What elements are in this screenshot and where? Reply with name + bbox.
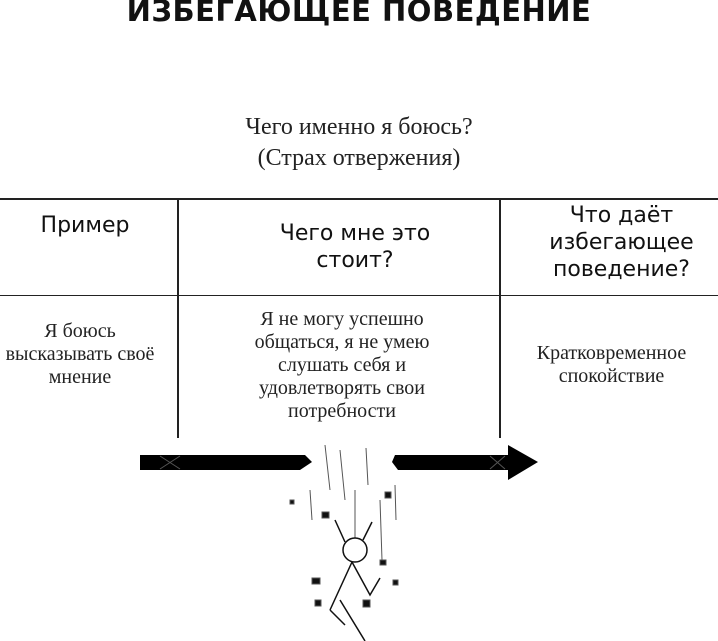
- fear-question-line2: (Страх отвержения): [257, 145, 461, 171]
- header-cost: Чего мне это стоит?: [279, 221, 431, 273]
- table-top-border: [0, 198, 718, 200]
- falling-person-icon: [329, 519, 381, 641]
- fear-question-line1: Чего именно я боюсь?: [245, 114, 473, 140]
- header-benefit: Что даёт избегающее поведение?: [549, 203, 694, 282]
- cell-benefit: Кратковременное спокойствие: [536, 342, 687, 387]
- falling-debris: [289, 444, 399, 608]
- broken-arrow-illustration: [140, 444, 538, 641]
- header-example: Пример: [40, 213, 130, 238]
- fear-question: Чего именно я боюсь? (Страх отвержения): [0, 112, 718, 174]
- table-column-divider-2: [499, 198, 501, 438]
- arrow-right-part: [392, 445, 538, 480]
- cell-cost: Я не могу успешно общаться, я не умею сл…: [254, 308, 430, 422]
- table-header-divider: [0, 295, 718, 296]
- arrow-left-part: [140, 455, 312, 470]
- table-column-divider-1: [177, 198, 179, 438]
- cell-example: Я боюсь высказывать своё мнение: [5, 320, 155, 388]
- page-title: ИЗБЕГАЮЩЕЕ ПОВЕДЕНИЕ: [126, 0, 592, 28]
